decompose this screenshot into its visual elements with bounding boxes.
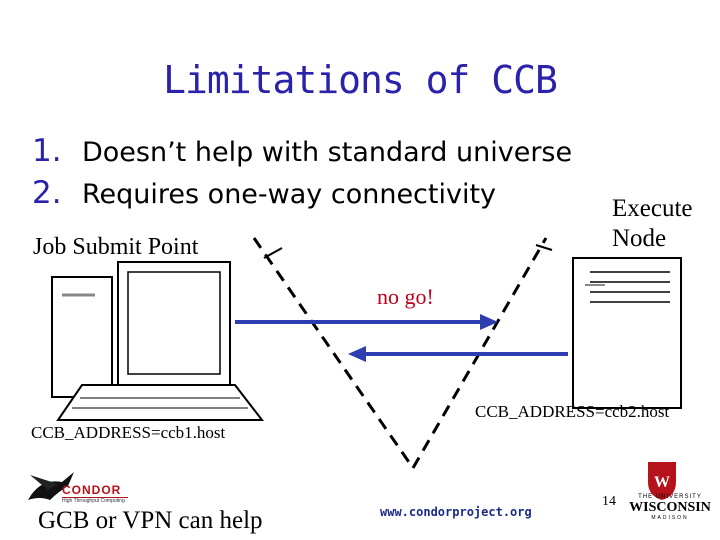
inbound-arrow xyxy=(348,346,568,362)
bullet-1: 1. Doesn’t help with standard universe xyxy=(32,133,572,169)
page-number: 14 xyxy=(602,494,616,509)
no-go-label: no go! xyxy=(377,284,434,309)
submit-point-label: Job Submit Point xyxy=(33,234,199,260)
execute-node-icon xyxy=(572,257,682,409)
bullet-1-text: Doesn’t help with standard universe xyxy=(82,137,573,168)
bullet-2: 2. Requires one-way connectivity xyxy=(32,175,496,211)
submit-computer-icon xyxy=(51,261,265,421)
uw-crest-icon: W xyxy=(648,462,676,500)
execute-label-line1: Execute xyxy=(612,195,693,222)
uw-logo-line3: MADISON xyxy=(651,515,689,521)
ccb1-address-label: CCB_ADDRESS=ccb1.host xyxy=(31,423,226,442)
footer-url: www.condorproject.org xyxy=(380,505,532,519)
gcb-vpn-note: GCB or VPN can help xyxy=(38,507,263,534)
bullet-1-number: 1. xyxy=(32,133,62,169)
svg-text:W: W xyxy=(654,474,670,491)
condor-bird-icon xyxy=(28,472,74,500)
execute-node-label: Execute Node xyxy=(612,194,693,254)
uw-logo-line1: THE UNIVERSITY xyxy=(638,494,702,500)
condor-logo: CONDOR High Throughput Computing xyxy=(62,483,128,504)
uw-logo-line2: WISCONSIN xyxy=(629,500,711,515)
execute-label-line2: Node xyxy=(612,225,667,252)
bullet-2-number: 2. xyxy=(32,175,62,211)
bullet-2-text: Requires one-way connectivity xyxy=(82,179,497,210)
condor-logo-subtext: High Throughput Computing xyxy=(62,497,128,504)
ccb2-address-label: CCB_ADDRESS=ccb2.host xyxy=(475,402,670,421)
outbound-arrow xyxy=(235,314,498,330)
condor-logo-text: CONDOR xyxy=(62,483,122,497)
slide-title: Limitations of CCB xyxy=(163,58,558,102)
firewall-dashed-line xyxy=(252,237,553,469)
uw-logo: THE UNIVERSITY WISCONSIN MADISON xyxy=(624,494,716,521)
